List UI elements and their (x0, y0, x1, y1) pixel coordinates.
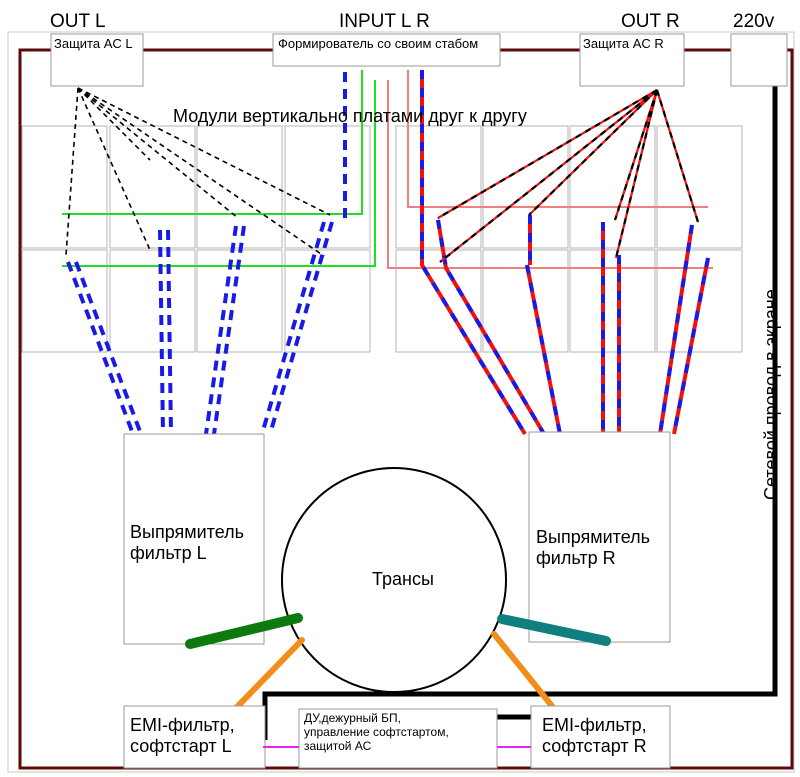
rectifier-r-line-1: Выпрямитель (536, 527, 651, 547)
rectifier-l-line-2: фильтр L (130, 542, 207, 563)
supply-rails-left (66, 72, 347, 435)
protection-r-text: Защита AC R (583, 36, 664, 51)
rectifier-l-block (123, 433, 265, 645)
transformer-lead-teal (497, 614, 611, 646)
rectifier-r-line-2: фильтр R (536, 547, 616, 568)
control-line-3: защитой АС (304, 738, 372, 753)
protection-r-block (579, 33, 685, 87)
emi-r-text: EMI-фильтр, софтстарт R (542, 715, 647, 756)
shaper-text: Формирователь со своим стабом (278, 36, 479, 51)
emi-l-line-2: софтстарт L (130, 735, 232, 756)
shaper-block (272, 33, 501, 67)
input-label: INPUT L R (339, 11, 430, 32)
rectifier-r-block (528, 431, 671, 643)
control-line-2: управление софтстартом, (304, 724, 449, 739)
out-r-label: OUT R (621, 11, 680, 32)
emi-r-line-2: софтстарт R (542, 735, 647, 756)
rectifier-l-line-1: Выпрямитель (130, 522, 245, 542)
out-l-label: OUT L (50, 11, 106, 32)
emi-l-line-1: EMI-фильтр, (130, 715, 235, 735)
control-line-1: ДУ,дежурный БП, (304, 711, 401, 725)
speaker-protection-wiring-right (437, 89, 700, 263)
rectifier-l-text: Выпрямитель фильтр L (130, 522, 244, 563)
input-wiring-left (62, 70, 376, 267)
control-text: ДУ,дежурный БП, управление софтстартом, … (304, 711, 449, 753)
emi-l-text: EMI-фильтр, софтстарт L (130, 715, 235, 756)
rectifier-r-text: Выпрямитель фильтр R (536, 527, 650, 568)
transformer-toroid (281, 467, 507, 693)
emi-r-line-1: EMI-фильтр, (542, 715, 647, 735)
transformer-lead-green (185, 613, 303, 649)
speaker-protection-wiring-left (65, 87, 331, 257)
protection-l-text: Защита AC L (54, 36, 133, 51)
control-block (298, 708, 498, 769)
transformer-lead-orange-right (491, 631, 555, 709)
mains-inlet-block (730, 33, 788, 87)
modules-caption: Модули вертикально платами друг к другу (173, 106, 527, 126)
panel-frame (7, 31, 795, 773)
supply-rails-right (420, 70, 710, 436)
transformers-label: Трансы (372, 569, 434, 589)
emi-r-block (530, 705, 671, 769)
emi-l-block (123, 705, 266, 769)
protection-l-block (50, 33, 144, 87)
mains-cable-label: Сетевой провод в экране (761, 289, 781, 500)
transformer-lead-orange-left (233, 637, 305, 711)
mains-voltage-label: 220v (733, 11, 775, 32)
